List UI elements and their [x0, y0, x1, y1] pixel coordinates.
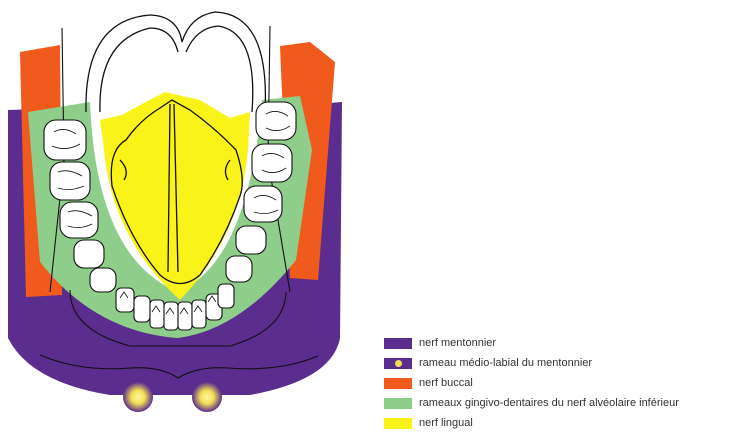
tooth [116, 288, 134, 312]
legend-label: rameaux gingivo-dentaires du nerf alvéol… [419, 397, 679, 409]
tooth [74, 240, 104, 268]
tooth [252, 144, 292, 182]
rameau-medio-labial-spot-right [192, 382, 222, 412]
legend-label: rameau médio-labial du mentonnier [419, 357, 592, 369]
tooth [164, 302, 178, 330]
tooth [244, 186, 282, 222]
legend-item-gingivo: rameaux gingivo-dentaires du nerf alvéol… [384, 393, 746, 413]
legend-item-lingual: nerf lingual [384, 413, 746, 433]
legend-item-mentonnier: nerf mentonnier [384, 333, 746, 353]
tooth [192, 300, 206, 328]
legend-item-buccal: nerf buccal [384, 373, 746, 393]
tooth [50, 162, 90, 200]
legend-swatch [384, 398, 412, 409]
tooth [256, 102, 296, 140]
tooth [218, 284, 234, 308]
legend-label: nerf lingual [419, 417, 473, 429]
tooth [150, 300, 164, 328]
legend-swatch [384, 418, 412, 429]
legend-label: nerf mentonnier [419, 337, 496, 349]
tooth [44, 120, 86, 160]
legend-item-medio-labial: rameau médio-labial du mentonnier [384, 353, 746, 373]
tooth [236, 226, 266, 254]
legend-swatch [384, 358, 412, 369]
legend-swatch [384, 338, 412, 349]
tooth [178, 302, 192, 330]
tooth [90, 268, 116, 292]
legend: nerf mentonnier rameau médio-labial du m… [384, 333, 746, 433]
rameau-medio-labial-spot-left [123, 382, 153, 412]
tooth [226, 256, 252, 282]
tooth [134, 296, 150, 322]
tooth [60, 202, 98, 238]
legend-swatch [384, 378, 412, 389]
legend-label: nerf buccal [419, 377, 473, 389]
